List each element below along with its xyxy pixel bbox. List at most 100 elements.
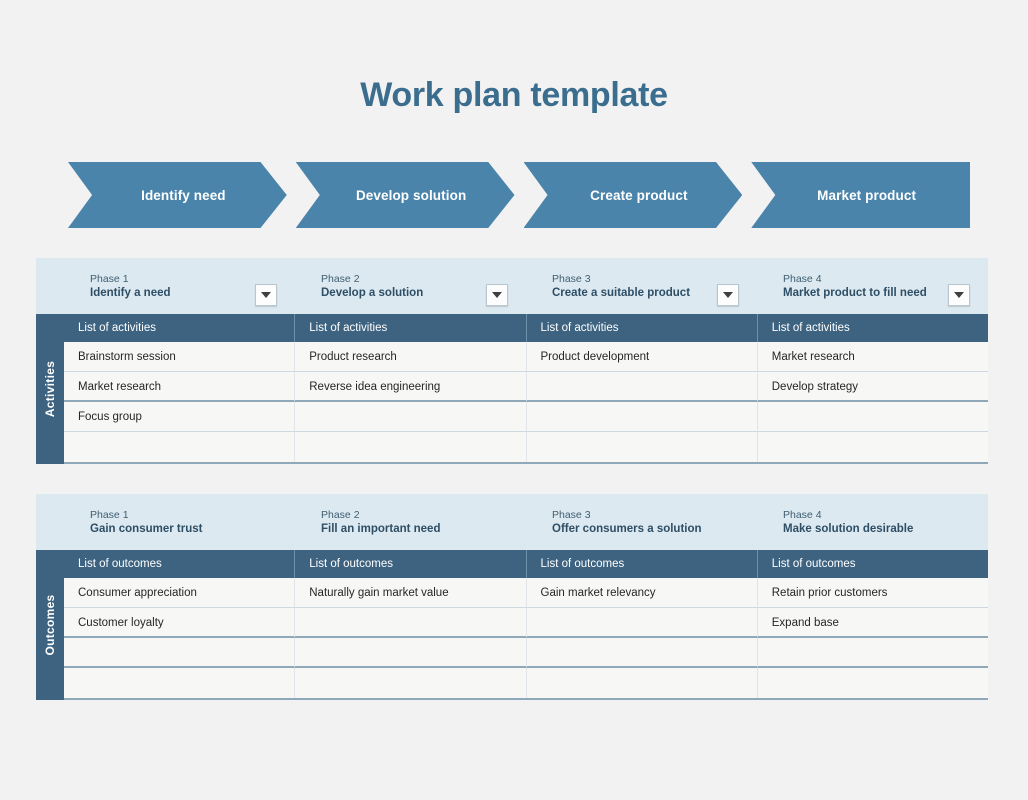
outcomes-phase-2-name: Fill an important need [321, 522, 441, 535]
outcomes-phase-band: Phase 1 Gain consumer trust Phase 2 Fill… [36, 494, 988, 550]
outcomes-grid: List of outcomes List of outcomes List o… [64, 550, 988, 700]
outcomes-cell-r1c2[interactable]: Naturally gain market value [295, 578, 527, 608]
activities-phase-2-number: Phase 2 [321, 272, 360, 285]
outcomes-table-body: Outcomes List of outcomes List of outcom… [36, 550, 988, 700]
process-flow: Identify need Develop solution Create pr… [68, 162, 970, 228]
activities-cell-r4c2[interactable] [295, 432, 527, 462]
process-step-2-label: Develop solution [355, 187, 467, 203]
activities-phase-4-header: Phase 4 Market product to fill need [757, 258, 988, 314]
activities-phase-4-filter-button[interactable] [948, 284, 970, 306]
activities-header-row: List of activities List of activities Li… [64, 314, 988, 342]
chevron-down-icon [954, 292, 964, 298]
outcomes-cell-r4c3[interactable] [526, 668, 758, 698]
activities-cell-r3c1[interactable]: Focus group [64, 402, 296, 432]
page-title: Work plan template [360, 76, 668, 114]
outcomes-cell-r1c1[interactable]: Consumer appreciation [64, 578, 296, 608]
activities-cell-r3c3[interactable] [526, 402, 758, 432]
outcomes-cell-r3c1[interactable] [64, 638, 296, 668]
process-step-1[interactable]: Identify need [68, 162, 287, 228]
outcomes-cell-r1c4[interactable]: Retain prior customers [757, 578, 988, 608]
activities-header-cell-1: List of activities [64, 314, 296, 342]
outcomes-cell-r3c4[interactable] [757, 638, 988, 668]
process-step-2[interactable]: Develop solution [295, 162, 515, 228]
activities-phase-1-filter-button[interactable] [255, 284, 277, 306]
activities-phase-3-name: Create a suitable product [552, 286, 691, 299]
activities-phase-1-header: Phase 1 Identify a need [64, 258, 295, 314]
outcomes-phase-3-name: Offer consumers a solution [552, 522, 702, 535]
outcomes-phase-1-number: Phase 1 [90, 508, 129, 521]
activities-phase-3-header: Phase 3 Create a suitable product [526, 258, 757, 314]
process-step-1-label: Identify need [141, 187, 226, 203]
activities-rail: Activities [36, 314, 64, 464]
activities-phase-2-name: Develop a solution [321, 286, 424, 299]
activities-phase-3-number: Phase 3 [552, 272, 591, 285]
activities-header-cell-3: List of activities [526, 314, 758, 342]
outcomes-phase-1-header: Phase 1 Gain consumer trust [64, 494, 295, 550]
outcomes-header-cell-2: List of outcomes [295, 550, 527, 578]
activities-grid: List of activities List of activities Li… [64, 314, 988, 464]
activities-cell-r4c1[interactable] [64, 432, 296, 462]
outcomes-header-row: List of outcomes List of outcomes List o… [64, 550, 988, 578]
activities-cell-r1c1[interactable]: Brainstorm session [64, 342, 296, 372]
outcomes-phase-4-number: Phase 4 [783, 508, 822, 521]
activities-phase-3-filter-button[interactable] [717, 284, 739, 306]
activities-cell-r4c3[interactable] [526, 432, 758, 462]
activities-table: Phase 1 Identify a need Phase 2 Develop … [36, 258, 988, 464]
outcomes-table: Phase 1 Gain consumer trust Phase 2 Fill… [36, 494, 988, 700]
outcomes-cell-r4c1[interactable] [64, 668, 296, 698]
activities-cell-r3c2[interactable] [295, 402, 527, 432]
activities-cell-r4c4[interactable] [757, 432, 988, 462]
activities-phase-4-number: Phase 4 [783, 272, 822, 285]
table-row: Market research Reverse idea engineering… [64, 372, 988, 402]
activities-phase-2-header: Phase 2 Develop a solution [295, 258, 526, 314]
activities-cell-r2c3[interactable] [526, 372, 758, 402]
outcomes-cell-r2c1[interactable]: Customer loyalty [64, 608, 296, 638]
chevron-down-icon [723, 292, 733, 298]
outcomes-cell-r4c4[interactable] [757, 668, 988, 698]
chevron-down-icon [492, 292, 502, 298]
table-row [64, 668, 988, 698]
outcomes-phase-3-number: Phase 3 [552, 508, 591, 521]
activities-cell-r1c4[interactable]: Market research [757, 342, 988, 372]
table-row: Brainstorm session Product research Prod… [64, 342, 988, 372]
process-step-4[interactable]: Market product [751, 162, 970, 228]
activities-cell-r2c1[interactable]: Market research [64, 372, 296, 402]
activities-cell-r1c3[interactable]: Product development [526, 342, 758, 372]
activities-table-body: Activities List of activities List of ac… [36, 314, 988, 464]
activities-cell-r3c4[interactable] [757, 402, 988, 432]
outcomes-cell-r1c3[interactable]: Gain market relevancy [526, 578, 758, 608]
chevron-down-icon [261, 292, 271, 298]
activities-phase-1-number: Phase 1 [90, 272, 129, 285]
activities-header-cell-4: List of activities [757, 314, 988, 342]
outcomes-cell-r3c3[interactable] [526, 638, 758, 668]
outcomes-cell-r2c4[interactable]: Expand base [757, 608, 988, 638]
activities-rail-label: Activities [43, 360, 57, 418]
outcomes-rail-label: Outcomes [43, 594, 57, 656]
activities-phase-1-name: Identify a need [90, 286, 171, 299]
table-row: Focus group [64, 402, 988, 432]
outcomes-header-cell-1: List of outcomes [64, 550, 296, 578]
outcomes-cell-r4c2[interactable] [295, 668, 527, 698]
activities-phase-4-name: Market product to fill need [783, 286, 927, 299]
outcomes-phase-4-header: Phase 4 Make solution desirable [757, 494, 988, 550]
table-row [64, 638, 988, 668]
activities-cell-r1c2[interactable]: Product research [295, 342, 527, 372]
outcomes-cell-r2c3[interactable] [526, 608, 758, 638]
process-step-3[interactable]: Create product [523, 162, 743, 228]
table-row: Customer loyalty Expand base [64, 608, 988, 638]
process-step-4-label: Market product [817, 187, 917, 203]
outcomes-cell-r2c2[interactable] [295, 608, 527, 638]
table-row: Consumer appreciation Naturally gain mar… [64, 578, 988, 608]
outcomes-phase-2-number: Phase 2 [321, 508, 360, 521]
process-step-3-label: Create product [590, 187, 688, 203]
activities-phase-2-filter-button[interactable] [486, 284, 508, 306]
activities-cell-r2c2[interactable]: Reverse idea engineering [295, 372, 527, 402]
outcomes-phase-1-name: Gain consumer trust [90, 522, 203, 535]
activities-phase-band: Phase 1 Identify a need Phase 2 Develop … [36, 258, 988, 314]
outcomes-phase-2-header: Phase 2 Fill an important need [295, 494, 526, 550]
outcomes-phase-4-name: Make solution desirable [783, 522, 914, 535]
outcomes-header-cell-4: List of outcomes [757, 550, 988, 578]
activities-cell-r2c4[interactable]: Develop strategy [757, 372, 988, 402]
outcomes-cell-r3c2[interactable] [295, 638, 527, 668]
